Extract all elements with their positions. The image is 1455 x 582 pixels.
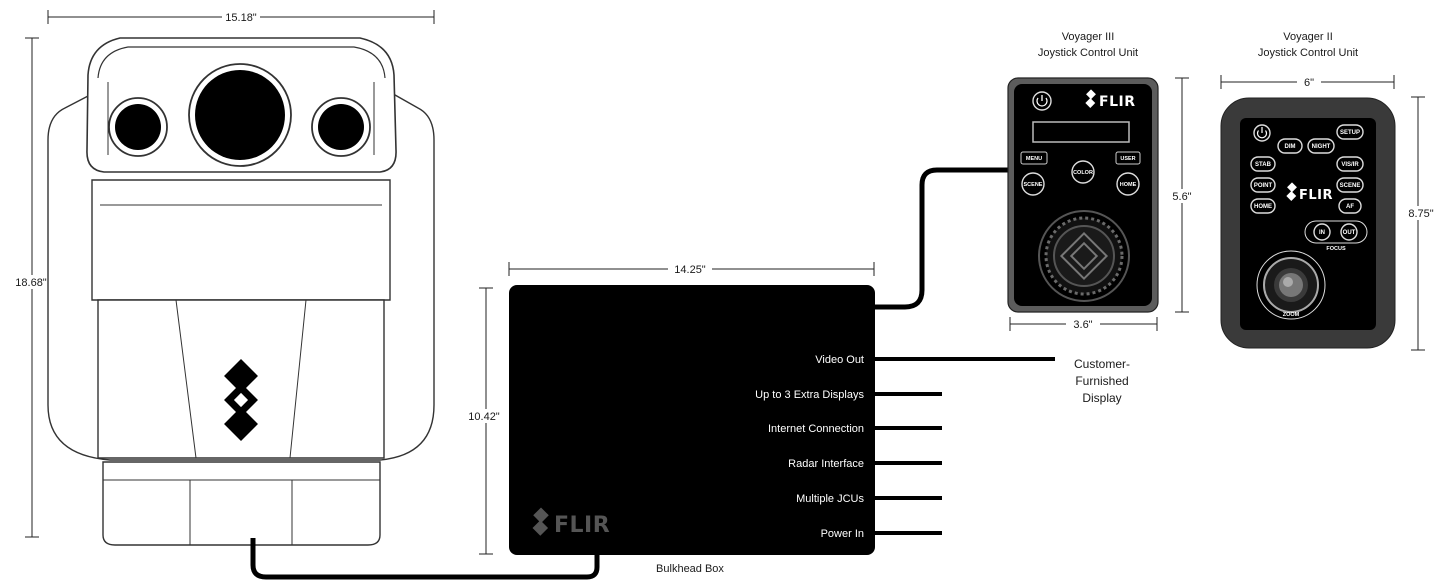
jcu-v2-width-label: 6" bbox=[1304, 77, 1314, 89]
jcu-v3-user-button[interactable]: USER bbox=[1115, 151, 1141, 165]
camera-lenses bbox=[108, 63, 371, 167]
port-label-multiple-jcus: Multiple JCUs bbox=[796, 493, 864, 505]
jcu-v2-scene-label: SCENE bbox=[1340, 183, 1361, 189]
jcu-v2-height-label: 8.75" bbox=[1408, 208, 1433, 220]
jcu-v2-stab-label: STAB bbox=[1255, 162, 1272, 168]
jcu-v2-home-button[interactable]: HOME bbox=[1250, 198, 1276, 214]
bulkhead-height-label: 10.42" bbox=[468, 411, 500, 423]
jcu-v2-setup-label: SETUP bbox=[1340, 130, 1360, 136]
camera-visor bbox=[97, 46, 386, 79]
port-label-video-out: Video Out bbox=[815, 354, 864, 366]
bulkhead-box-label: Bulkhead Box bbox=[656, 563, 724, 575]
jcu-v2-out-label: OUT bbox=[1343, 230, 1356, 236]
jcu-voyager-ii: Voyager II Joystick Control Unit 6" 8.75… bbox=[1220, 31, 1441, 351]
jcu-v3-menu-button[interactable]: MENU bbox=[1020, 151, 1048, 165]
jcu-v2-title-line1: Voyager II bbox=[1283, 31, 1333, 43]
camera-width-label: 15.18" bbox=[225, 12, 257, 24]
jcu-v2-scene-button[interactable]: SCENE bbox=[1336, 177, 1364, 193]
camera-mid bbox=[91, 179, 391, 301]
bulkhead-box: 14.25" 10.42" FLIR Video Out Up to 3 Ext… bbox=[462, 261, 875, 575]
jcu-v2-zoom-joystick[interactable]: ZOOM bbox=[1256, 250, 1326, 320]
jcu-v2-af-label: AF bbox=[1346, 204, 1354, 210]
jcu-v3-scene-label: SCENE bbox=[1024, 182, 1043, 188]
jcu-v2-focus-in-button[interactable]: IN bbox=[1313, 223, 1331, 241]
jcu-v2-logo-text: FLIR bbox=[1299, 188, 1333, 203]
customer-display-label: Customer- Furnished Display bbox=[1074, 357, 1130, 405]
customer-display-line1: Customer- bbox=[1074, 357, 1130, 371]
jcu-v2-focus-out-button[interactable]: OUT bbox=[1340, 223, 1358, 241]
port-label-radar: Radar Interface bbox=[788, 458, 864, 470]
bulkhead-box-body bbox=[509, 285, 875, 555]
jcu-v2-title-line2: Joystick Control Unit bbox=[1258, 47, 1358, 59]
camera-to-bulkhead-cable bbox=[250, 538, 600, 580]
jcu-voyager-iii: Voyager III Joystick Control Unit 5.6" 3… bbox=[1007, 31, 1199, 331]
jcu-v3-color-button[interactable]: COLOR bbox=[1071, 160, 1095, 184]
camera-height-label: 18.68" bbox=[15, 277, 47, 289]
jcu-v3-menu-label: MENU bbox=[1026, 156, 1042, 162]
camera-unit: 15.18" 18.68" bbox=[12, 9, 435, 546]
bulkhead-height-dimension: 10.42" bbox=[462, 287, 506, 555]
flir-diamond-icon bbox=[224, 359, 258, 441]
bulkhead-to-jcu-cable bbox=[875, 167, 1012, 310]
jcu-v2-point-label: POINT bbox=[1254, 183, 1273, 189]
jcu-v2-night-label: NIGHT bbox=[1312, 144, 1331, 150]
jcu-v2-in-label: IN bbox=[1319, 230, 1325, 236]
jcu-v2-stab-button[interactable]: STAB bbox=[1250, 156, 1276, 172]
port-label-internet: Internet Connection bbox=[768, 423, 864, 435]
bulkhead-width-label: 14.25" bbox=[674, 264, 706, 276]
jcu-v3-title-line2: Joystick Control Unit bbox=[1038, 47, 1138, 59]
jcu-v3-user-label: USER bbox=[1120, 156, 1135, 162]
jcu-v2-setup-button[interactable]: SETUP bbox=[1336, 124, 1364, 140]
jcu-v2-focus-group: IN OUT FOCUS bbox=[1304, 220, 1368, 252]
jcu-v2-visir-button[interactable]: VIS/IR bbox=[1336, 156, 1364, 172]
jcu-v2-zoom-label: ZOOM bbox=[1283, 312, 1300, 318]
jcu-v2-dim-button[interactable]: DIM bbox=[1277, 138, 1303, 154]
jcu-v3-power-button[interactable] bbox=[1032, 91, 1052, 111]
jcu-v2-focus-label: FOCUS bbox=[1326, 246, 1346, 252]
jcu-v3-logo-text: FLIR bbox=[1099, 94, 1135, 110]
jcu-v3-home-button[interactable]: HOME bbox=[1116, 172, 1140, 196]
jcu-v3-title-line1: Voyager III bbox=[1062, 31, 1115, 43]
port-label-extra-displays: Up to 3 Extra Displays bbox=[755, 389, 864, 401]
jcu-v3-display bbox=[1032, 121, 1130, 143]
jcu-v2-visir-label: VIS/IR bbox=[1341, 162, 1359, 168]
jcu-v3-height-label: 5.6" bbox=[1172, 191, 1191, 203]
camera-height-dimension: 18.68" bbox=[12, 37, 52, 538]
customer-display-line2: Furnished bbox=[1075, 374, 1128, 388]
jcu-v2-point-button[interactable]: POINT bbox=[1250, 177, 1276, 193]
jcu-v2-home-label: HOME bbox=[1254, 204, 1272, 210]
customer-display-line3: Display bbox=[1082, 391, 1121, 405]
jcu-v2-af-button[interactable]: AF bbox=[1338, 198, 1362, 214]
jcu-v3-color-label: COLOR bbox=[1073, 170, 1093, 176]
camera-base bbox=[102, 461, 381, 546]
bulkhead-logo-text: FLIR bbox=[554, 513, 610, 538]
jcu-v3-width-label: 3.6" bbox=[1073, 319, 1092, 331]
bulkhead-width-dimension: 14.25" bbox=[508, 261, 875, 276]
port-cables bbox=[875, 357, 1055, 535]
port-label-power-in: Power In bbox=[821, 528, 864, 540]
jcu-v3-scene-button[interactable]: SCENE bbox=[1021, 172, 1045, 196]
jcu-v2-dim-label: DIM bbox=[1285, 144, 1296, 150]
camera-width-dimension: 15.18" bbox=[47, 9, 435, 24]
jcu-v2-night-button[interactable]: NIGHT bbox=[1307, 138, 1335, 154]
jcu-v3-joystick[interactable] bbox=[1038, 210, 1130, 302]
jcu-v2-power-button[interactable] bbox=[1253, 124, 1271, 142]
jcu-v3-home-label: HOME bbox=[1120, 182, 1137, 188]
